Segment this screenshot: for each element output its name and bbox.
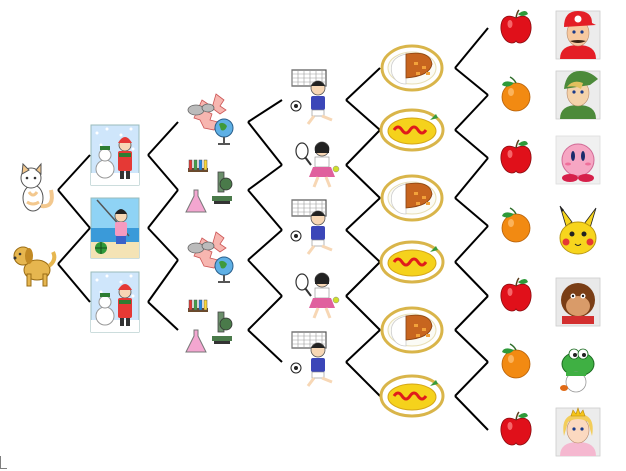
curry-rice-icon xyxy=(380,306,444,354)
branch-line xyxy=(247,121,283,166)
cat-icon xyxy=(20,162,54,212)
curry-rice-icon xyxy=(380,44,444,92)
column-subjects xyxy=(185,93,234,353)
column-fruits xyxy=(500,9,532,446)
science-lab-icon xyxy=(185,299,233,353)
branch-line xyxy=(247,229,283,261)
winter-snowman-icon xyxy=(90,271,140,333)
omurice-icon xyxy=(379,240,445,284)
branch-line xyxy=(454,329,489,363)
branch-line xyxy=(247,99,283,123)
orange-icon xyxy=(501,76,531,112)
branch-line xyxy=(454,395,489,431)
link-icon xyxy=(555,70,601,120)
branch-line xyxy=(345,261,381,297)
branch-line xyxy=(147,154,179,191)
social-studies-map-globe-icon xyxy=(187,93,234,145)
soccer-boy-icon xyxy=(290,69,333,125)
tennis-girl-icon xyxy=(295,272,340,319)
branch-line xyxy=(454,197,489,227)
summer-beach-icon xyxy=(90,197,140,259)
mario-icon xyxy=(555,10,601,60)
branch-line xyxy=(454,67,489,96)
branch-line xyxy=(454,94,489,131)
soccer-boy-icon xyxy=(290,331,333,387)
branch-line xyxy=(247,259,283,297)
branch-line xyxy=(147,227,179,261)
science-lab-icon xyxy=(185,159,233,213)
apple-icon xyxy=(500,277,532,312)
branch-line xyxy=(147,189,179,229)
branch-line xyxy=(454,261,489,297)
branch-line xyxy=(454,225,489,263)
peach-icon xyxy=(555,407,601,457)
column-pets xyxy=(13,162,57,287)
branch-line xyxy=(147,121,179,156)
branch-line xyxy=(247,189,283,231)
column-characters xyxy=(555,10,601,457)
column-foods xyxy=(379,44,445,418)
branch-line xyxy=(57,263,91,303)
branch-line xyxy=(454,295,489,331)
apple-icon xyxy=(500,411,532,446)
apple-icon xyxy=(500,139,532,174)
branch-line xyxy=(345,164,381,199)
dog-icon xyxy=(13,246,57,287)
branch-line xyxy=(345,99,381,131)
tree-nodes xyxy=(13,9,601,457)
apple-icon xyxy=(500,9,532,44)
branch-line xyxy=(454,27,489,69)
orange-icon xyxy=(501,343,531,379)
branch-line xyxy=(57,154,91,191)
branch-line xyxy=(57,189,91,229)
corner-marker xyxy=(0,456,7,469)
branch-line xyxy=(454,157,489,199)
branch-line xyxy=(147,259,179,303)
branch-line xyxy=(247,164,283,191)
branch-lines xyxy=(57,27,489,431)
tennis-girl-icon xyxy=(295,141,340,188)
column-sports xyxy=(290,69,340,387)
branch-line xyxy=(345,197,381,231)
winter-snowman-icon xyxy=(90,124,140,186)
donkey-kong-icon xyxy=(555,277,601,327)
branch-line xyxy=(345,329,381,363)
branch-line xyxy=(147,301,179,331)
omurice-icon xyxy=(379,374,445,418)
branch-line xyxy=(454,129,489,159)
omurice-icon xyxy=(379,108,445,152)
pikachu-icon xyxy=(559,205,597,255)
branch-line xyxy=(345,229,381,263)
branch-line xyxy=(247,295,283,331)
social-studies-map-globe-icon xyxy=(187,231,234,283)
branch-line xyxy=(345,295,381,331)
branch-line xyxy=(57,227,91,265)
branch-line xyxy=(345,129,381,166)
branch-line xyxy=(247,329,283,363)
branch-line xyxy=(345,67,381,101)
column-seasons xyxy=(90,124,140,333)
soccer-boy-icon xyxy=(290,199,333,255)
kirby-icon xyxy=(555,135,601,185)
curry-rice-icon xyxy=(380,174,444,222)
branch-line xyxy=(454,361,489,397)
branch-line xyxy=(345,361,381,397)
orange-icon xyxy=(501,207,531,243)
yoshi-icon xyxy=(560,348,595,393)
